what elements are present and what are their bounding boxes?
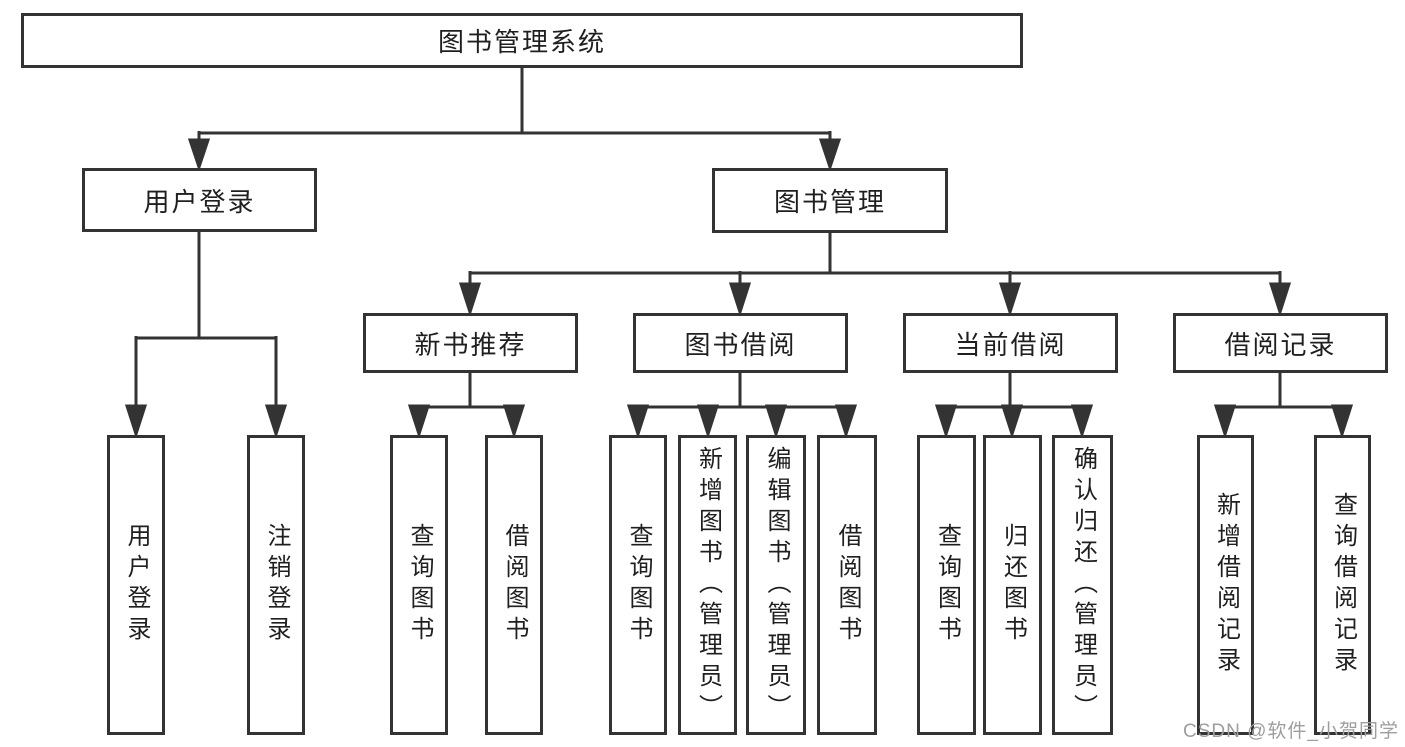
connector-bookborrow-to-leaves: [626, 373, 858, 439]
node-borrow-records: 借阅记录: [1173, 313, 1388, 373]
leaf-newrec-borrow-books-label: 借阅图书: [501, 523, 528, 647]
leaf-newrec-query-books: 查询图书: [390, 435, 448, 735]
leaf-borrow-edit-books-admin-label: 编辑图书（管理员）: [763, 445, 790, 725]
node-current-borrow: 当前借阅: [903, 313, 1118, 373]
leaf-current-confirm-return-admin-label: 确认归还（管理员）: [1069, 445, 1097, 725]
leaf-current-confirm-return-admin: 确认归还（管理员）: [1052, 435, 1113, 735]
connector-currentborrow-to-leaves: [934, 373, 1094, 439]
leaf-borrow-query-books: 查询图书: [609, 435, 667, 735]
leaf-borrow-edit-books-admin: 编辑图书（管理员）: [746, 435, 806, 735]
leaf-records-query-record-label: 查询借阅记录: [1329, 492, 1357, 678]
leaf-borrow-borrow-books-label: 借阅图书: [834, 523, 861, 647]
node-book-management: 图书管理: [712, 168, 948, 233]
node-root: 图书管理系统: [21, 13, 1023, 68]
connector-newbookrec-to-leaves: [407, 373, 526, 439]
leaf-current-query-books-label: 查询图书: [933, 523, 961, 647]
leaf-user-login-label: 用户登录: [123, 523, 150, 647]
node-new-book-recommend: 新书推荐: [363, 313, 578, 373]
leaf-borrow-add-books-admin: 新增图书（管理员）: [678, 435, 737, 735]
connector-borrowrecords-to-leaves: [1213, 373, 1354, 439]
connector-userlogin-to-leaves: [124, 232, 288, 439]
leaf-current-query-books: 查询图书: [917, 435, 976, 735]
leaf-borrow-query-books-label: 查询图书: [625, 523, 652, 647]
connector-root-to-level1: [187, 68, 842, 172]
leaf-records-add-record-label: 新增借阅记录: [1212, 492, 1240, 678]
leaf-records-add-record: 新增借阅记录: [1197, 435, 1254, 735]
csdn-watermark: CSDN @软件_小贺同学: [1183, 721, 1399, 742]
leaf-current-return-books-label: 归还图书: [999, 523, 1027, 647]
leaf-newrec-borrow-books: 借阅图书: [485, 435, 543, 735]
leaf-current-return-books: 归还图书: [983, 435, 1042, 735]
leaf-logout: 注销登录: [247, 435, 305, 735]
leaf-borrow-add-books-admin-label: 新增图书（管理员）: [694, 445, 722, 725]
leaf-borrow-borrow-books: 借阅图书: [817, 435, 877, 735]
leaf-user-login: 用户登录: [107, 435, 165, 735]
node-user-login: 用户登录: [82, 168, 317, 232]
leaf-newrec-query-books-label: 查询图书: [406, 523, 433, 647]
leaf-logout-label: 注销登录: [263, 523, 290, 647]
leaf-records-query-record: 查询借阅记录: [1314, 435, 1371, 735]
node-book-borrow: 图书借阅: [633, 313, 848, 373]
connector-bookmgmt-to-level2: [458, 233, 1292, 317]
